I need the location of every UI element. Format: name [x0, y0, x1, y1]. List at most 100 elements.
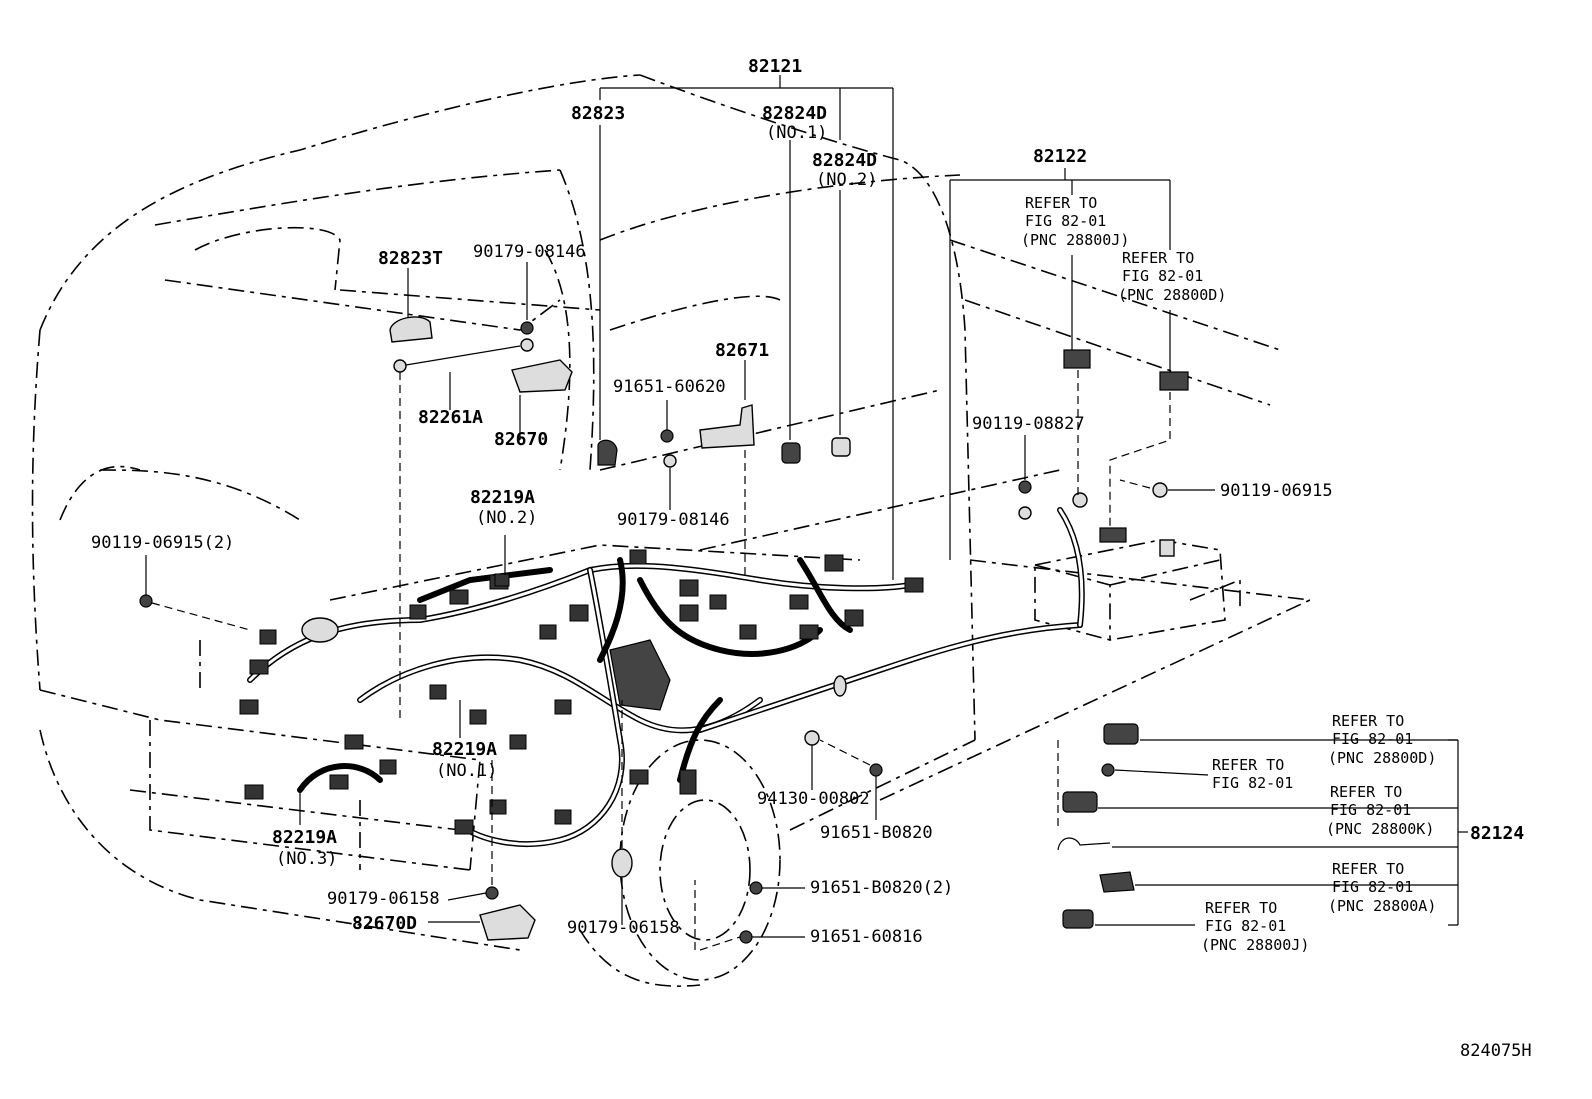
connector-icon: [679, 769, 697, 795]
connector-icon: [629, 549, 647, 565]
label-91651-b0820-2: 91651-B0820(2): [810, 878, 953, 898]
connector-icon: [239, 699, 259, 715]
refer-note-28800d: REFER TO FIG 82-01 (PNC 28800D): [1328, 712, 1436, 767]
clamp-icon: [833, 675, 847, 697]
clamp-icon: [1099, 871, 1135, 893]
refer-note-28800k: REFER TO FIG 82-01 (PNC 28800K): [1326, 783, 1434, 838]
leader-lines: [145, 75, 1468, 951]
figure-code: 824075H: [1460, 1041, 1532, 1061]
part-labels: 82121 82823 82824D (NO.1) 82824D (NO.2) …: [91, 56, 1532, 1061]
terminal-cover-icon: [1062, 791, 1098, 813]
connector-icon: [844, 609, 864, 627]
refer-note-line: (PNC 28800J): [1021, 231, 1129, 249]
junction-block-82670d-icon: [479, 904, 536, 941]
refer-note-line: REFER TO: [1332, 712, 1404, 730]
refer-note-28800a: REFER TO FIG 82-01 (PNC 28800A): [1328, 860, 1436, 915]
connector-icon: [259, 629, 277, 645]
label-90179-06158: 90179-06158: [567, 918, 680, 938]
label-90179-06158-left: 90179-06158: [327, 889, 440, 909]
connector-icon: [329, 774, 349, 790]
washer-icon: [663, 454, 677, 468]
label-82219a-no3-note: (NO.3): [276, 849, 337, 869]
junction-block-82670-icon: [511, 359, 573, 393]
refer-note-line: FIG 82-01: [1122, 267, 1203, 285]
connector-icon: [739, 624, 757, 640]
refer-note-line: REFER TO: [1330, 783, 1402, 801]
connector-icon: [539, 624, 557, 640]
vehicle-body-outline: [31, 74, 1311, 987]
label-82824d-no2-note: (NO.2): [816, 170, 877, 190]
connector-icon: [789, 594, 809, 610]
connector-icon: [344, 734, 364, 750]
refer-note-line: REFER TO: [1212, 756, 1284, 774]
connector-icon: [629, 769, 649, 785]
connector-icon: [429, 684, 447, 700]
nut-icon: [485, 886, 499, 900]
grommet-icon: [301, 617, 339, 643]
connector-icon: [554, 699, 572, 715]
refer-note-line: FIG 82-01: [1332, 878, 1413, 896]
label-90119-08827: 90119-08827: [972, 414, 1085, 434]
terminal-icon: [1072, 492, 1088, 508]
label-82261a: 82261A: [418, 407, 483, 428]
bolt-icon: [739, 930, 753, 944]
connector-icon: [824, 554, 844, 572]
engine-wire-harness: [239, 507, 1085, 848]
terminal-cover-icon: [1062, 909, 1094, 929]
terminal-cover-icon: [1159, 371, 1189, 391]
cable-icon: [1057, 837, 1111, 851]
bolt-icon: [660, 429, 674, 443]
terminal-cover-icon: [1063, 349, 1091, 369]
grommet-icon: [611, 848, 633, 878]
label-82122: 82122: [1033, 146, 1087, 167]
refer-note-line: FIG 82-01: [1212, 774, 1293, 792]
bolt-icon: [139, 594, 153, 608]
terminal-cover-icon: [1103, 723, 1139, 745]
refer-note-line: FIG 82-01: [1332, 730, 1413, 748]
connector-icon: [904, 577, 924, 593]
refer-note-line: REFER TO: [1332, 860, 1404, 878]
connector-icon: [509, 734, 527, 750]
refer-notes: REFER TO FIG 82-01 (PNC 28800J) REFER TO…: [1021, 194, 1436, 954]
label-82219a-no1-note: (NO.1): [436, 761, 497, 781]
battery-clamp-icon: [1099, 527, 1127, 543]
label-82121: 82121: [748, 56, 802, 77]
connector-icon: [454, 819, 474, 835]
bolt-icon: [1018, 480, 1032, 494]
label-91651-60816: 91651-60816: [810, 927, 923, 947]
terminal-icon: [1018, 506, 1032, 520]
bolt-icon: [749, 881, 763, 895]
refer-note-line: FIG 82-01: [1205, 917, 1286, 935]
refer-note-28800j: REFER TO FIG 82-01 (PNC 28800J): [1201, 899, 1309, 954]
refer-note-28800d-top: REFER TO FIG 82-01 (PNC 28800D): [1118, 249, 1226, 304]
refer-note-line: (PNC 28800D): [1328, 749, 1436, 767]
refer-note-line: REFER TO: [1122, 249, 1194, 267]
connector-icon: [489, 799, 507, 815]
label-90119-06915-2: 90119-06915(2): [91, 533, 234, 553]
label-82824d-no2: 82824D: [812, 150, 877, 171]
relay-block-icon: [609, 639, 671, 711]
label-82823t: 82823T: [378, 248, 443, 269]
label-94130-00802: 94130-00802: [757, 789, 870, 809]
battery-terminal-icon: [1159, 539, 1175, 557]
terminal-icon: [520, 338, 534, 352]
label-82824d-no1-note: (NO.1): [766, 123, 827, 143]
label-82219a-no2-note: (NO.2): [476, 508, 537, 528]
connector-icon: [569, 604, 589, 622]
label-82823: 82823: [571, 103, 625, 124]
refer-note-line: (PNC 28800J): [1201, 936, 1309, 954]
connector-icon: [469, 709, 487, 725]
grommet-82823-icon: [597, 439, 618, 466]
refer-note-line: FIG 82-01: [1330, 801, 1411, 819]
refer-note-line: FIG 82-01: [1025, 212, 1106, 230]
label-90179-08146: 90179-08146: [617, 510, 730, 530]
small-parts: [139, 316, 1189, 944]
washer-icon: [804, 730, 820, 746]
label-82219a-no1: 82219A: [432, 739, 497, 760]
refer-note-line: (PNC 28800A): [1328, 897, 1436, 915]
connector-icon: [494, 573, 510, 587]
connector-icon: [554, 809, 572, 825]
label-91651-b0820: 91651-B0820: [820, 823, 933, 843]
label-90179-08146-top: 90179-08146: [473, 242, 586, 262]
